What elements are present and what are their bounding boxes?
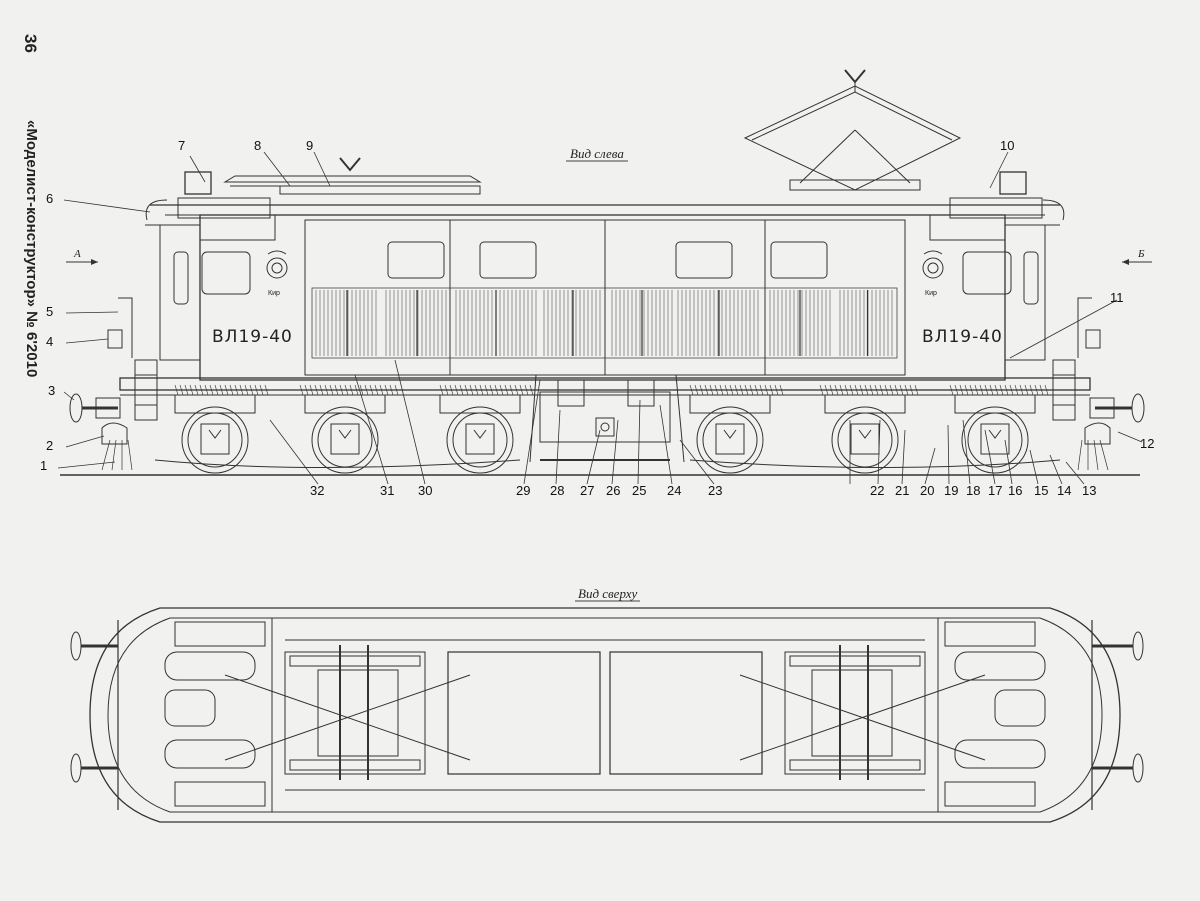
emblem-left-text: Кир <box>268 290 280 297</box>
callout-29: 29 <box>516 483 530 498</box>
wheel-4 <box>689 394 771 474</box>
callout-5: 5 <box>46 304 53 319</box>
wheel-1 <box>174 394 256 474</box>
callout-4: 4 <box>46 334 53 349</box>
callout-20: 20 <box>920 483 934 498</box>
wheelset-group <box>174 384 1049 474</box>
emblem-left <box>266 250 288 279</box>
callout-12: 12 <box>1140 436 1154 451</box>
buffers-left <box>69 393 133 471</box>
callout-23: 23 <box>708 483 722 498</box>
callout-1: 1 <box>40 458 47 473</box>
callout-6: 6 <box>46 191 53 206</box>
callout-13: 13 <box>1082 483 1096 498</box>
number-plate-right: ВЛ19-40 <box>922 327 1003 347</box>
callout-30: 30 <box>418 483 432 498</box>
pantograph-top-left <box>224 645 471 780</box>
callout-22: 22 <box>870 483 884 498</box>
side-view: ВЛ19-40 ВЛ19-40 Кир Кир <box>60 69 1145 476</box>
pantograph-raised <box>743 69 962 191</box>
emblem-right <box>922 250 944 279</box>
emblem-right-text: Кир <box>925 290 937 297</box>
callout-18: 18 <box>966 483 980 498</box>
wheel-6 <box>954 394 1036 474</box>
callout-17: 17 <box>988 483 1002 498</box>
callout-16: 16 <box>1008 483 1022 498</box>
callout-leaders <box>57 151 1143 485</box>
callout-31: 31 <box>380 483 394 498</box>
number-plate-left: ВЛ19-40 <box>212 327 293 347</box>
callout-11: 11 <box>1110 290 1124 305</box>
wheel-5 <box>824 394 906 474</box>
callout-14: 14 <box>1057 483 1071 498</box>
direction-b-label: Б <box>1137 248 1145 260</box>
callout-3: 3 <box>48 383 55 398</box>
pantograph-lowered <box>223 157 482 195</box>
louvers <box>311 287 898 359</box>
callout-10: 10 <box>1000 138 1014 153</box>
side-view-label: Вид слева <box>570 146 624 161</box>
pantograph-top-right <box>739 645 986 780</box>
callout-25: 25 <box>632 483 646 498</box>
callout-19: 19 <box>944 483 958 498</box>
top-view-label: Вид сверху <box>578 586 637 601</box>
callout-28: 28 <box>550 483 564 498</box>
direction-a-label: А <box>73 248 81 260</box>
callout-24: 24 <box>667 483 681 498</box>
callout-26: 26 <box>606 483 620 498</box>
buffers-right <box>1077 393 1145 471</box>
callout-21: 21 <box>895 483 909 498</box>
callout-15: 15 <box>1034 483 1048 498</box>
wheel-3 <box>439 394 521 474</box>
callout-7: 7 <box>178 138 185 153</box>
callout-8: 8 <box>254 138 261 153</box>
callout-32: 32 <box>310 483 324 498</box>
callout-2: 2 <box>46 438 53 453</box>
callout-9: 9 <box>306 138 313 153</box>
callout-27: 27 <box>580 483 594 498</box>
top-view <box>70 607 1144 823</box>
